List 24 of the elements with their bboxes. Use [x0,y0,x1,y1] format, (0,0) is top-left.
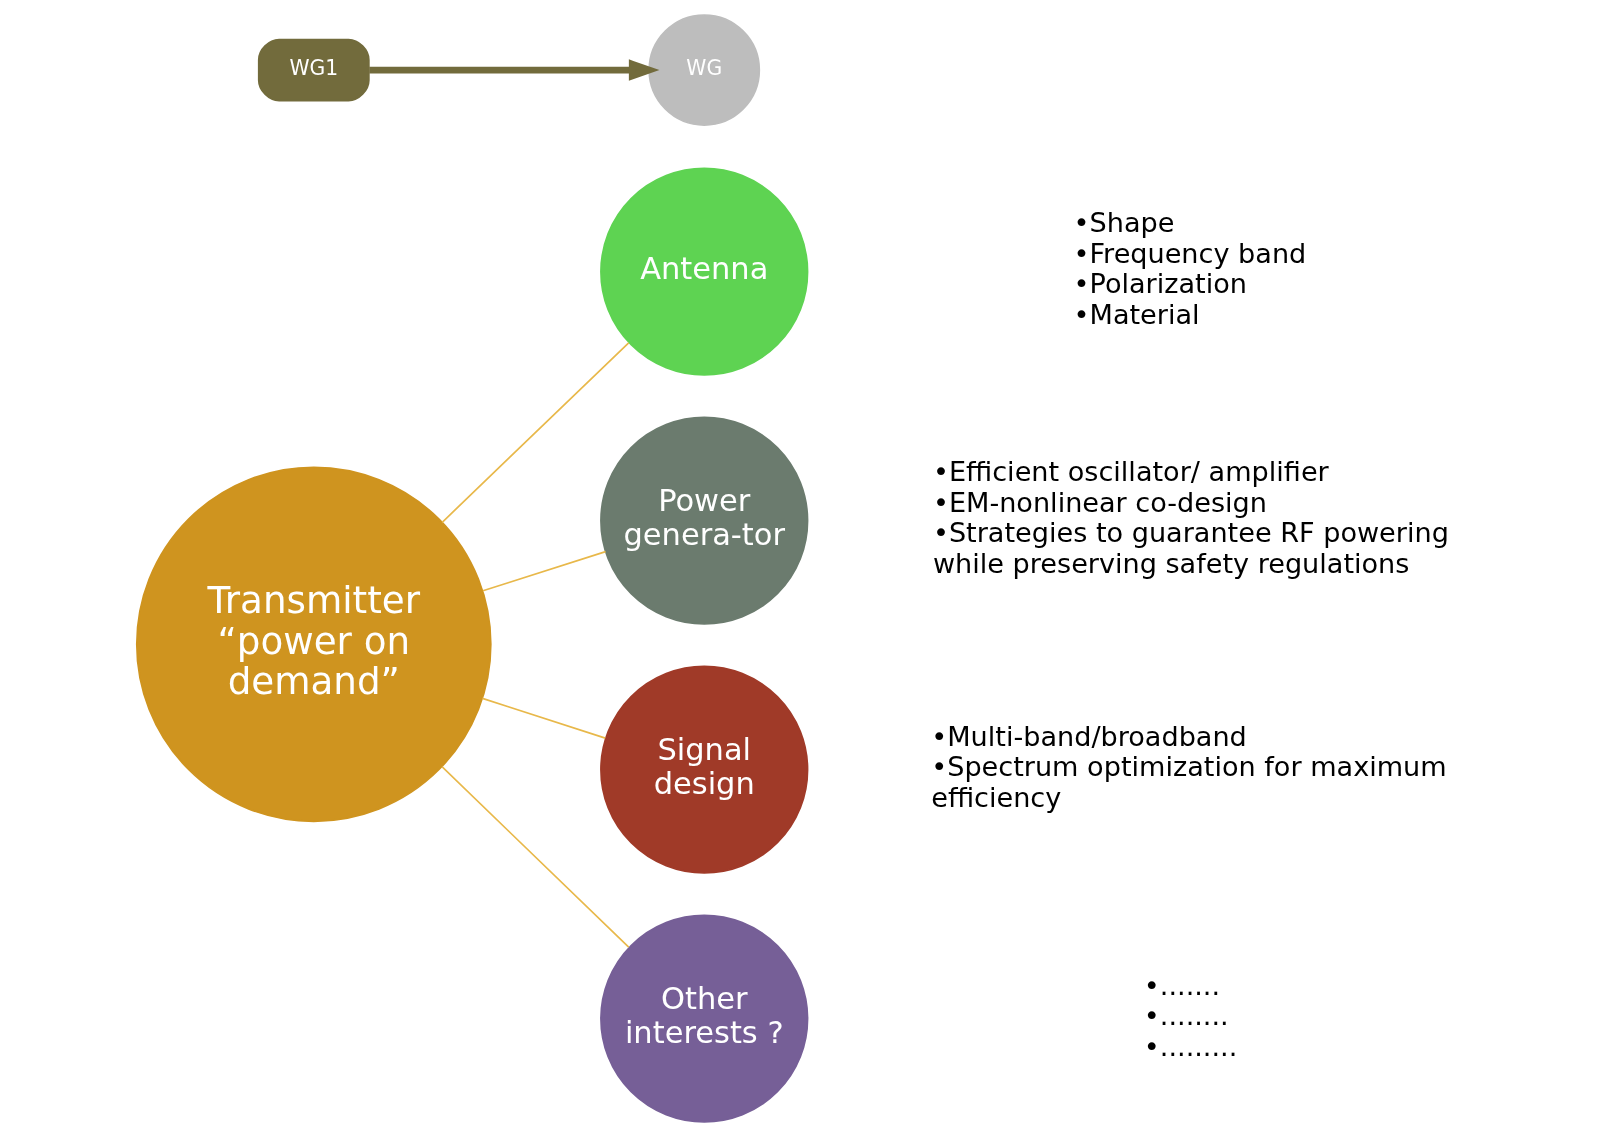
node-label: •........ [1143,1000,1229,1032]
node-label: •Material [1073,298,1200,330]
connector [441,341,630,524]
node-label: •Spectrum optimization for maximum efficiency [931,751,1447,813]
node-label: •....... [1143,969,1221,1001]
node-label: •Strategies to guarantee RF powering while preserving safety regulations [932,517,1449,579]
node-box: WG1 [257,38,370,102]
node-circle: Power genera-tor [600,416,809,625]
node-label: •EM-nonlinear co-design [932,486,1267,518]
connector [482,550,607,592]
node-circle: Signal design [600,665,809,874]
node-label: •Frequency band [1073,237,1307,269]
node-circle: Antenna [600,167,809,376]
arrow [369,59,660,81]
node-circle: WG [648,14,761,126]
node-label: •Multi-band/broadband [931,720,1247,752]
node-label: •......... [1143,1030,1238,1062]
connector [441,766,630,949]
node-label: •Efficient oscillator/ amplifier [932,456,1329,488]
node-circle: Transmitter “power on demand” [135,466,492,823]
connector [481,697,607,739]
node-circle: Other interests ? [600,914,809,1123]
node-label: •Polarization [1073,268,1247,300]
node-label: •Shape [1073,207,1175,239]
